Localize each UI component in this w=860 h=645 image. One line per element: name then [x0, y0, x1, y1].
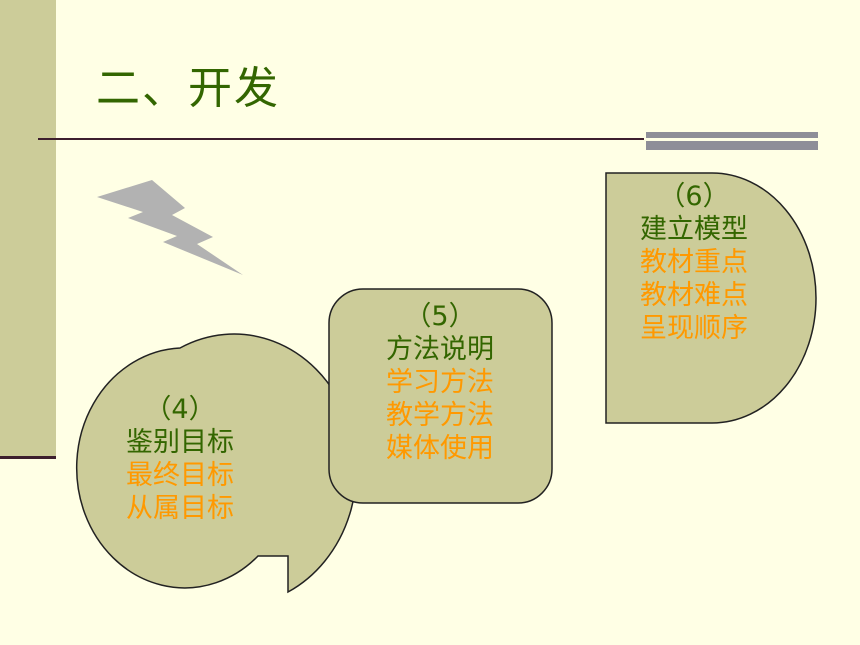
title-divider-line	[38, 138, 644, 140]
callout-5-item-2: 教学方法	[386, 400, 494, 431]
callout-4: （4） 鉴别目标 最终目标 从属目标	[100, 393, 260, 525]
callout-6-heading: 建立模型	[640, 214, 748, 245]
callout-5-heading: 方法说明	[386, 334, 494, 365]
callout-4-item-2: 从属目标	[126, 493, 234, 524]
lightning-icon	[97, 180, 243, 275]
callout-4-item-1: 最终目标	[126, 460, 234, 491]
callout-5-number: （5）	[404, 301, 476, 332]
callout-6-item-3: 呈现顺序	[640, 313, 748, 344]
callout-6: （6） 建立模型 教材重点 教材难点 呈现顺序	[614, 180, 774, 345]
callout-5-shape	[328, 288, 553, 504]
callout-5-item-3: 媒体使用	[386, 433, 494, 464]
callout-6-item-1: 教材重点	[640, 247, 748, 278]
callout-4-number: （4）	[144, 394, 216, 425]
left-accent-line	[0, 456, 56, 459]
callout-4-heading: 鉴别目标	[126, 427, 234, 458]
callout-5-item-1: 学习方法	[386, 367, 494, 398]
callout-6-number: （6）	[658, 181, 730, 212]
callout-6-item-2: 教材难点	[640, 280, 748, 311]
callout-6-shape	[605, 172, 817, 424]
left-accent-bar	[0, 0, 56, 456]
callout-5: （5） 方法说明 学习方法 教学方法 媒体使用	[360, 300, 520, 465]
title-divider-bar	[646, 132, 818, 150]
callout-4-shape	[75, 333, 358, 594]
slide-title: 二、开发	[96, 63, 280, 114]
